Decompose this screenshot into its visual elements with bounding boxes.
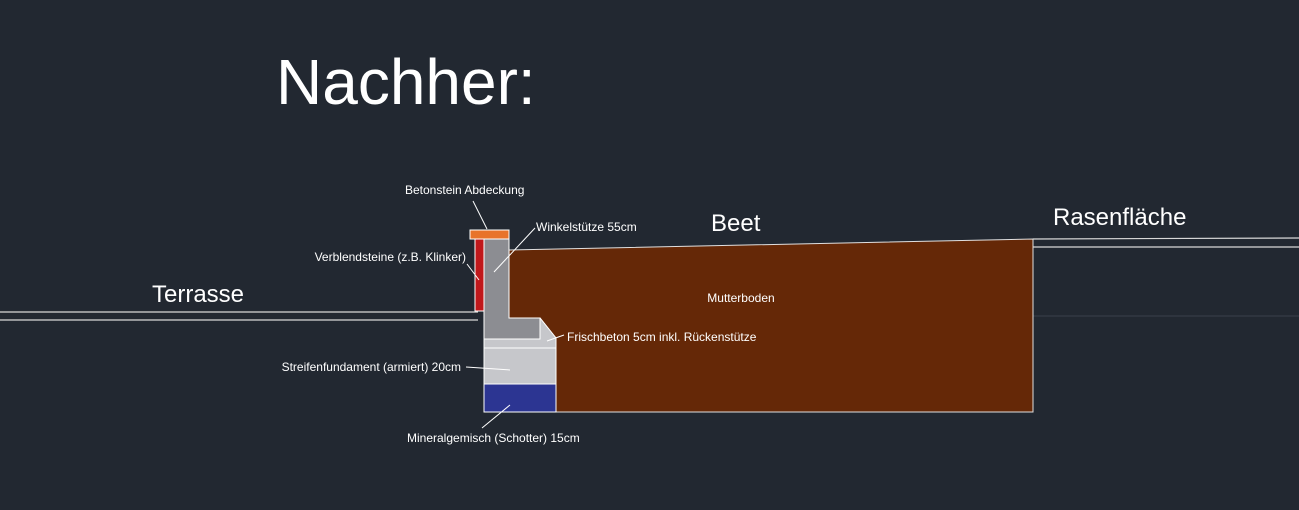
coping-stone: [469, 229, 510, 240]
facing-bricks: [474, 238, 485, 312]
terrace-label: Terrasse: [152, 281, 244, 308]
gravel-layer: [483, 383, 557, 413]
strip-foundation: [483, 347, 557, 385]
terrace-surface: [0, 311, 478, 321]
gravel-leader: [481, 404, 511, 429]
page-title: Nachher:: [276, 46, 536, 118]
angle-support-label: Winkelstütze 55cm: [536, 220, 637, 234]
coping-label: Betonstein Abdeckung: [405, 183, 524, 197]
coping-leader: [472, 200, 488, 230]
lawn-surface: [1032, 237, 1299, 248]
facing-bricks-leader: [466, 263, 480, 281]
fresh-concrete-label: Frischbeton 5cm inkl. Rückenstütze: [567, 330, 757, 344]
lawn-label: Rasenfläche: [1053, 204, 1186, 231]
strip-foundation-leader: [465, 366, 511, 371]
gravel-label: Mineralgemisch (Schotter) 15cm: [407, 431, 580, 445]
angle-support-leader: [493, 227, 536, 273]
topsoil-label: Mutterboden: [707, 291, 774, 305]
topsoil-fill: [508, 238, 1034, 413]
facing-bricks-label: Verblendsteine (z.B. Klinker): [315, 250, 466, 264]
fresh-concrete-leader: [546, 334, 565, 342]
strip-foundation-label: Streifenfundament (armiert) 20cm: [282, 360, 461, 374]
bed-label: Beet: [711, 210, 761, 237]
